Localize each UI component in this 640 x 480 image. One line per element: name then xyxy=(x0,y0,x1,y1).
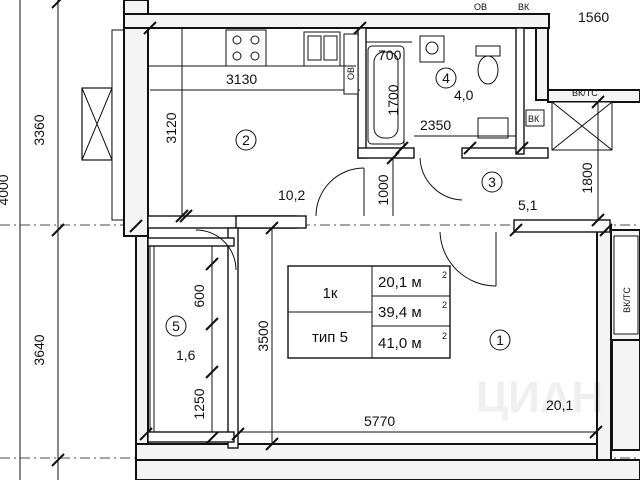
room-1-number: 1 xyxy=(496,332,504,348)
kitchen-sink-icon xyxy=(303,31,341,67)
stove-icon xyxy=(225,29,267,67)
dim-left-lower: 3640 xyxy=(31,334,47,365)
apartment-type: 1к xyxy=(323,285,338,302)
apartment-model: тип 5 xyxy=(312,329,348,346)
dim-door-gap: 1000 xyxy=(375,174,391,205)
dim-left-cut: 4000 xyxy=(0,174,11,205)
total-area-sup: 2 xyxy=(442,300,447,310)
dim-hall-height: 1800 xyxy=(579,162,595,193)
room-5-marker: 5 xyxy=(165,315,187,337)
room-4-marker: 4 xyxy=(435,67,457,89)
room-3-area: 5,1 xyxy=(518,197,538,213)
room-3-number: 3 xyxy=(488,174,496,190)
total-area: 39,4 м xyxy=(378,304,422,321)
shaft-right-upper: ВК/ТС xyxy=(551,88,613,151)
dim-wc-width: 2350 xyxy=(420,117,451,133)
room-5-area: 1,6 xyxy=(176,347,196,363)
ov-label-top: ОВ xyxy=(474,2,487,12)
dim-bath-small: 700 xyxy=(378,47,402,63)
full-area: 41,0 м xyxy=(378,335,422,352)
shaft-label-top: ВК xyxy=(518,2,530,12)
dim-balcony-lower: 1250 xyxy=(191,388,207,419)
shaft-label-vertical: ВК/ТС xyxy=(622,287,632,313)
room-1-marker: 1 xyxy=(489,329,511,351)
dim-kitchen-height: 3120 xyxy=(163,112,179,143)
wall-ticks xyxy=(129,21,613,441)
living-area-sup: 2 xyxy=(442,270,447,280)
dim-left-upper: 3360 xyxy=(31,114,47,145)
room-4-area: 4,0 xyxy=(454,87,474,103)
room-3-marker: 3 xyxy=(481,171,503,193)
room-1-area: 20,1 xyxy=(546,397,573,413)
shaft-right-lower: ВК/ТС xyxy=(613,235,639,335)
watermark: ЦИАН xyxy=(476,373,603,422)
balcony-glazing xyxy=(149,246,155,432)
doors xyxy=(195,157,497,287)
dim-top-right: 1560 xyxy=(578,9,609,25)
shaft-label-wc: ВК xyxy=(528,114,540,124)
dim-room-width: 5770 xyxy=(364,413,395,429)
toilet-icon xyxy=(475,45,509,139)
left-dimension-chain: 3360 3640 4000 xyxy=(0,0,65,480)
room-2-marker: 2 xyxy=(235,129,257,151)
shaft-label-upper: ВК/ТС xyxy=(572,88,598,98)
dim-balcony-upper: 600 xyxy=(191,284,207,308)
risers: ОВ xyxy=(343,33,359,95)
room-2-area: 10,2 xyxy=(278,187,305,203)
ov-label-riser: ОВ xyxy=(346,67,356,80)
living-area: 20,1 м xyxy=(378,274,422,291)
dim-room-height: 3500 xyxy=(255,320,271,351)
bath-sink-icon xyxy=(419,35,445,63)
room-2-number: 2 xyxy=(242,132,250,148)
room-5-number: 5 xyxy=(172,318,180,334)
dim-kitchen-width: 3130 xyxy=(226,71,257,87)
dim-bath-height: 1700 xyxy=(385,84,401,115)
window-left xyxy=(81,29,125,221)
room-4-number: 4 xyxy=(442,70,450,86)
wc-shaft: ВК xyxy=(525,109,545,127)
apartment-info-table: 1к тип 5 20,1 м 2 39,4 м 2 41,0 м 2 xyxy=(287,265,451,359)
full-area-sup: 2 xyxy=(442,331,447,341)
partitions xyxy=(147,27,611,449)
